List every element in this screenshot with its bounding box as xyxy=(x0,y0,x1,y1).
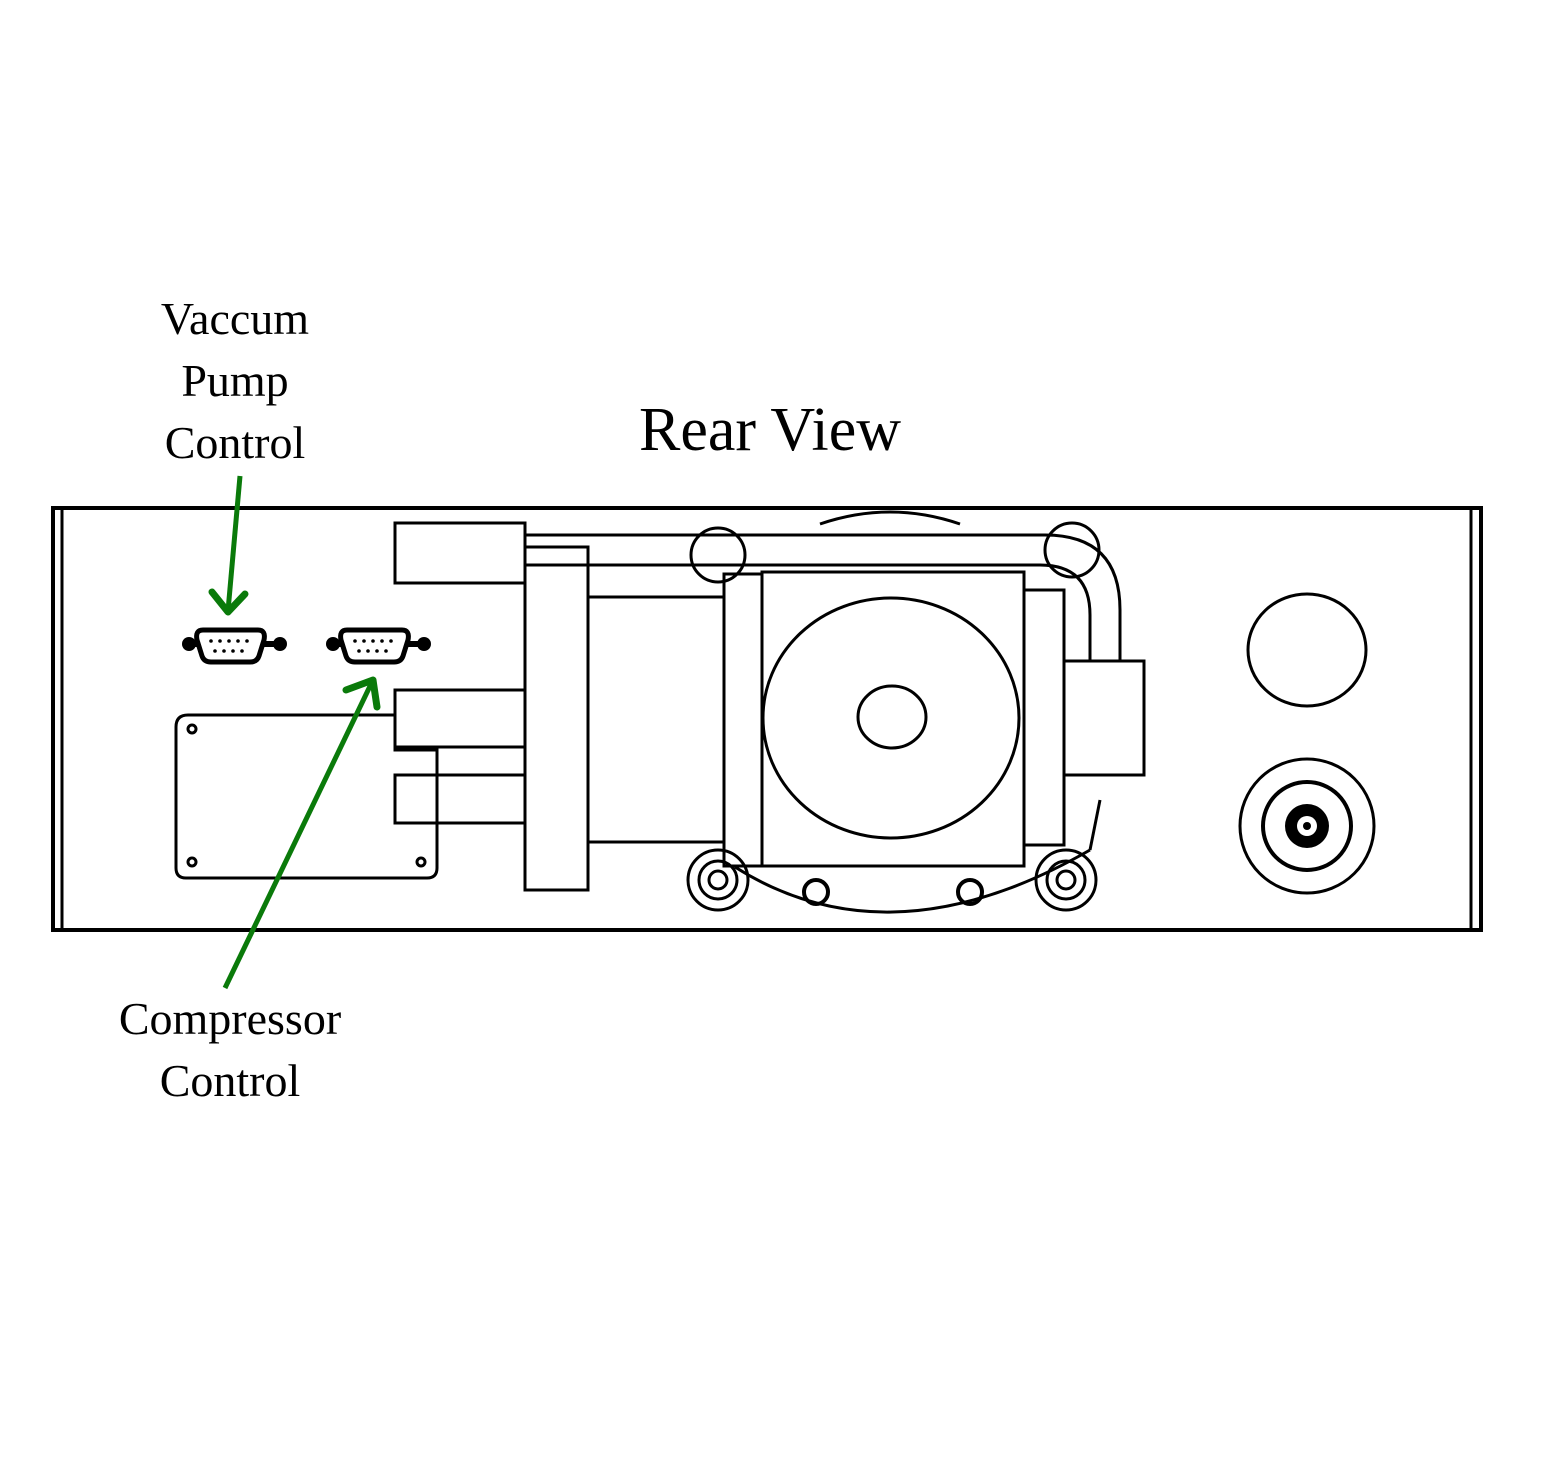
arrow-to-compressor-connector xyxy=(222,676,381,990)
enclosure-panel xyxy=(51,506,1483,932)
refrigerant-tube xyxy=(525,533,1122,661)
vacuum-label-line-3: Control xyxy=(164,417,306,468)
diagram-title: Rear View xyxy=(639,396,901,464)
vacuum-label-line-1: Vaccum xyxy=(160,293,310,344)
compressor-connector xyxy=(326,627,431,665)
blank-port xyxy=(1246,592,1368,708)
rear-ports xyxy=(1238,592,1376,895)
arrow-to-vacuum-connector xyxy=(208,475,249,616)
cover-plate xyxy=(174,713,439,880)
compressor-control-label: Compressor Control xyxy=(80,988,380,1112)
compressor-label-line-1: Compressor xyxy=(118,993,342,1044)
compressor-label-line-2: Control xyxy=(159,1055,301,1106)
power-inlet xyxy=(1238,757,1376,895)
vacuum-pump-connector xyxy=(182,627,287,665)
vacuum-pump-control-label: Vaccum Pump Control xyxy=(110,288,360,474)
mounting-feet xyxy=(686,848,1098,912)
vacuum-label-line-2: Pump xyxy=(181,355,289,406)
fittings xyxy=(393,521,726,892)
